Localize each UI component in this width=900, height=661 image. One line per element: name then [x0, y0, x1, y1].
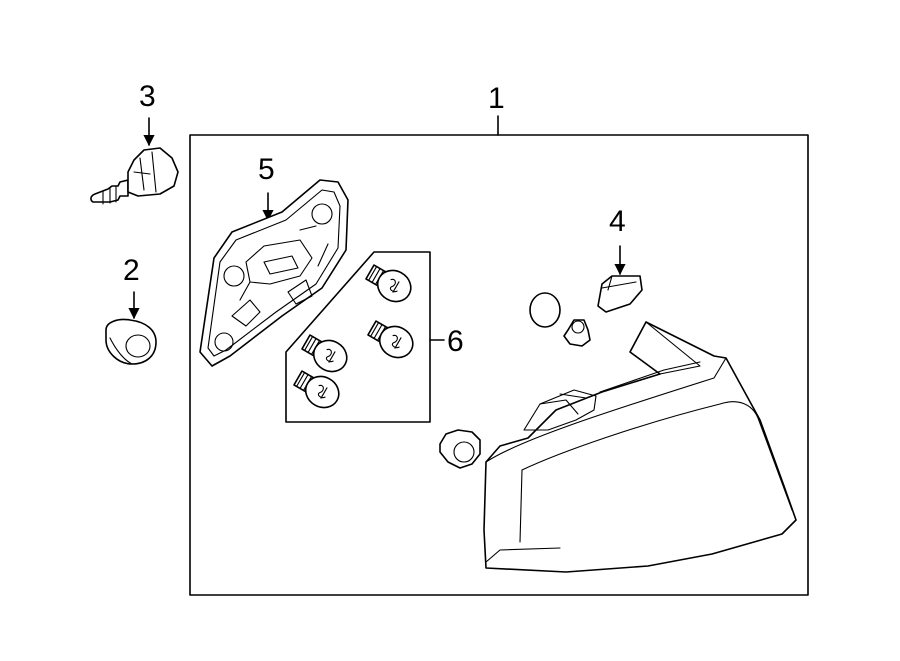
- tail-lamp-housing: [483, 321, 797, 573]
- bulb-2: [297, 328, 354, 379]
- callout-6: 6: [447, 325, 464, 358]
- callout-3: 3: [139, 80, 156, 113]
- bulb-group-frame: [285, 251, 431, 423]
- callout-5: 5: [258, 153, 275, 186]
- bulb-3: [363, 314, 420, 365]
- assembly-frame: [189, 134, 809, 596]
- grommet: [105, 318, 157, 365]
- callout-1: 1: [488, 82, 505, 115]
- bulb-holder-plate: [199, 179, 349, 367]
- bulb-socket: [90, 147, 179, 205]
- small-plug: [563, 319, 591, 347]
- callout-2: 2: [123, 254, 140, 287]
- o-ring: [529, 292, 561, 328]
- bulb-1: [361, 258, 418, 309]
- lamp-grommet: [439, 429, 481, 469]
- wedge-bulb: [597, 275, 643, 313]
- callout-4: 4: [609, 205, 626, 238]
- bulb-4: [289, 364, 346, 415]
